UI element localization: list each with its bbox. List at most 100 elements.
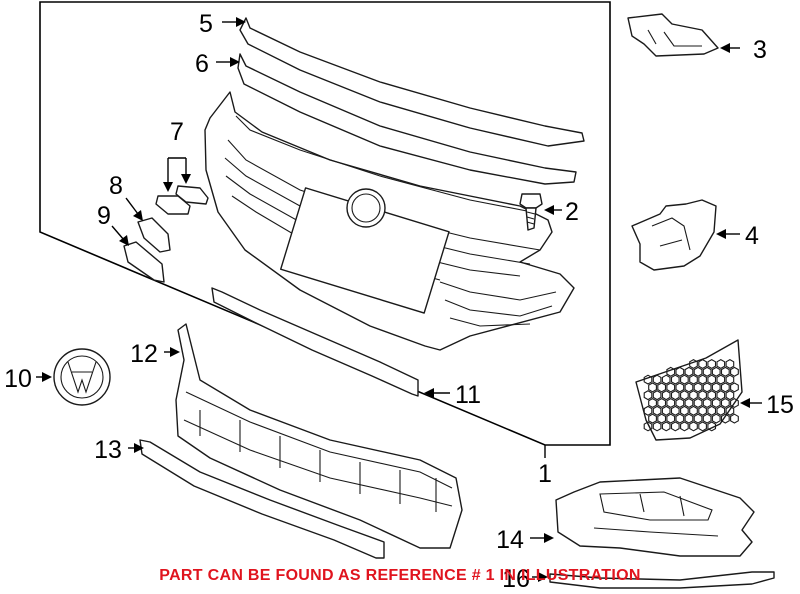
honeycomb-cell — [707, 405, 717, 416]
honeycomb-cell — [725, 358, 735, 370]
honeycomb-cell — [652, 421, 662, 432]
honeycomb-cell — [693, 382, 703, 393]
honeycomb-cell — [716, 374, 726, 385]
honeycomb-cell — [693, 397, 703, 409]
callout-8: 8 — [109, 172, 123, 200]
honeycomb-cell — [711, 397, 721, 409]
honeycomb-cell — [684, 397, 694, 409]
honeycomb-cell — [698, 390, 707, 401]
honeycomb-cell — [698, 358, 707, 370]
honeycomb-cell — [725, 374, 735, 385]
honeycomb-cell — [684, 413, 694, 424]
honeycomb-cell — [643, 421, 653, 432]
callout-5: 5 — [199, 10, 213, 38]
honeycomb-insert — [635, 339, 743, 441]
fog-grille — [555, 477, 755, 557]
callout-4: 4 — [745, 222, 759, 250]
honeycomb-cell — [657, 397, 667, 409]
honeycomb-cell — [684, 382, 694, 393]
honeycomb-cell — [666, 382, 676, 393]
callout-14: 14 — [496, 526, 524, 554]
honeycomb-cell — [698, 421, 707, 432]
honeycomb-cell — [702, 366, 712, 377]
emblem — [53, 348, 111, 406]
honeycomb-cell — [666, 413, 676, 424]
callout-1: 1 — [538, 460, 552, 488]
honeycomb-cell — [725, 405, 735, 416]
trim-strip-lower — [237, 53, 577, 185]
honeycomb-cell — [693, 366, 703, 377]
honeycomb-cell — [689, 390, 698, 401]
honeycomb-cell — [707, 358, 717, 370]
honeycomb-cell — [661, 374, 671, 385]
honeycomb-cell — [680, 421, 689, 432]
screw — [519, 193, 543, 231]
callout-16: 16 — [502, 565, 530, 593]
honeycomb-cell — [670, 421, 680, 432]
honeycomb-cell — [711, 413, 721, 424]
clip-pair-b — [175, 185, 209, 205]
bracket-lower-detail — [651, 217, 691, 251]
callout-7: 7 — [170, 118, 184, 146]
honeycomb-cell — [652, 390, 662, 401]
honeycomb-cell — [716, 390, 726, 401]
upper-grille — [204, 91, 575, 351]
honeycomb-cell — [666, 397, 676, 409]
callout-6: 6 — [195, 50, 209, 78]
honeycomb-cell — [720, 382, 730, 393]
honeycomb-cell — [648, 397, 657, 409]
fog-strip — [549, 571, 775, 589]
honeycomb-cell — [661, 390, 671, 401]
honeycomb-cell — [689, 358, 698, 370]
lower-trim-bar — [211, 287, 419, 397]
honeycomb-cell — [711, 382, 721, 393]
callout-9: 9 — [97, 202, 111, 230]
honeycomb-cell — [693, 413, 703, 424]
reference-note: PART CAN BE FOUND AS REFERENCE # 1 IN IL… — [159, 567, 641, 584]
honeycomb-cell — [680, 405, 689, 416]
honeycomb-cell — [670, 405, 680, 416]
callout-15: 15 — [766, 391, 794, 419]
callout-13: 13 — [94, 436, 122, 464]
honeycomb-cell — [670, 374, 680, 385]
bracket-upper-detail — [647, 29, 702, 47]
honeycomb-cell — [652, 374, 662, 385]
honeycomb-cell — [702, 382, 712, 393]
assembly-box — [39, 1, 611, 446]
honeycomb-cell — [652, 405, 662, 416]
honeycomb-cell — [666, 366, 676, 377]
honeycomb-cell — [680, 374, 689, 385]
trim-strip-upper — [239, 17, 585, 147]
honeycomb-cell — [730, 366, 739, 377]
lower-strip — [139, 439, 385, 559]
honeycomb-cell — [657, 413, 667, 424]
honeycomb-cell — [643, 374, 653, 385]
honeycomb-cell — [670, 390, 680, 401]
leaders — [36, 17, 762, 582]
honeycomb-cell — [684, 366, 694, 377]
honeycomb-cell — [675, 413, 685, 424]
honeycomb-cell — [648, 382, 657, 393]
honeycomb-cell — [698, 374, 707, 385]
callout-3: 3 — [753, 36, 767, 64]
honeycomb-cell — [707, 390, 717, 401]
honeycomb-cell — [698, 405, 707, 416]
honeycomb-cell — [661, 405, 671, 416]
honeycomb-cell — [720, 397, 730, 409]
honeycomb-cell — [720, 413, 730, 424]
honeycomb-cell — [725, 390, 735, 401]
callout-10: 10 — [4, 365, 32, 393]
honeycomb-cell — [689, 405, 698, 416]
callout-11: 11 — [455, 381, 481, 409]
honeycomb-cell — [707, 374, 717, 385]
honeycomb-cell — [680, 390, 689, 401]
honeycomb-cell — [657, 382, 667, 393]
honeycomb-cell — [643, 405, 653, 416]
callout-2: 2 — [565, 198, 579, 226]
honeycomb-cell — [661, 421, 671, 432]
honeycomb-cell — [702, 413, 712, 424]
honeycomb-cell — [711, 366, 721, 377]
callout-12: 12 — [130, 340, 158, 368]
honeycomb-cell — [689, 374, 698, 385]
